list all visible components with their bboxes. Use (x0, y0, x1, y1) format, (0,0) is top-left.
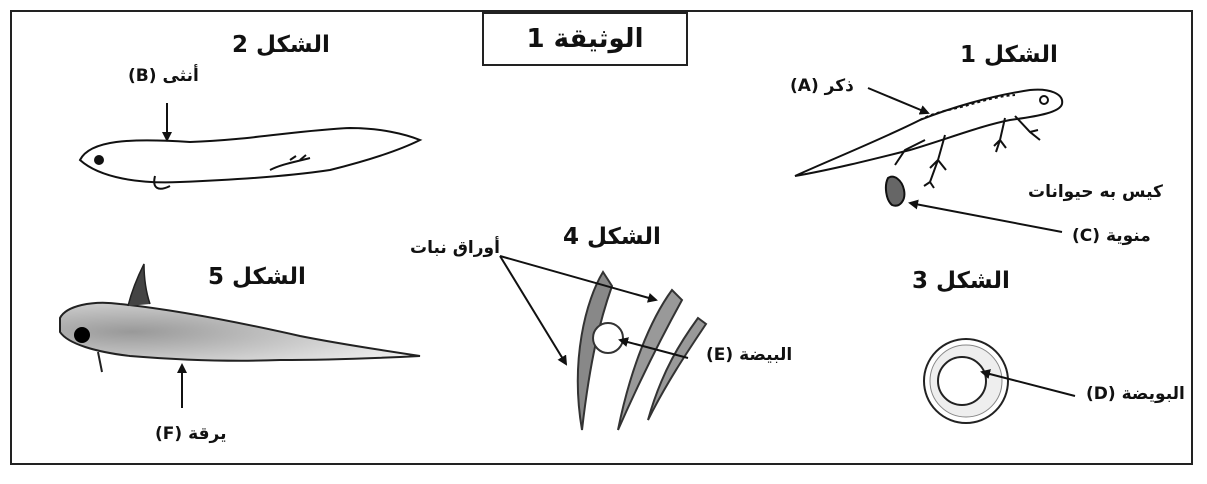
female-newt-drawing (78, 103, 423, 190)
sperm-sac-label-line2: منوية (C) (1072, 226, 1151, 246)
document-title: الوثيقة 1 (526, 24, 644, 54)
fig1-title: الشكل 1 (960, 42, 1058, 68)
larva-drawing (59, 263, 421, 408)
ovum-label: البويضة (D) (1086, 384, 1185, 404)
fig4-title: الشكل 4 (563, 224, 661, 250)
larva-label: يرقة (F) (155, 424, 227, 444)
document-title-box: الوثيقة 1 (482, 12, 688, 66)
document-frame (10, 10, 1193, 465)
fig3-title: الشكل 3 (912, 268, 1010, 294)
plant-leaves-label: أوراق نبات (410, 238, 500, 258)
sperm-sac-label-line1: كيس به حيوانات (1028, 182, 1163, 202)
male-newt-drawing (794, 87, 1064, 233)
ovum-drawing (923, 338, 1076, 424)
egg-on-leaves-drawing (499, 255, 708, 431)
male-label: ذكر (A) (790, 76, 854, 96)
female-label: أنثى (B) (128, 66, 199, 86)
fig2-title: الشكل 2 (232, 32, 330, 58)
fig5-title: الشكل 5 (208, 264, 306, 290)
egg-label: البيضة (E) (706, 345, 793, 365)
